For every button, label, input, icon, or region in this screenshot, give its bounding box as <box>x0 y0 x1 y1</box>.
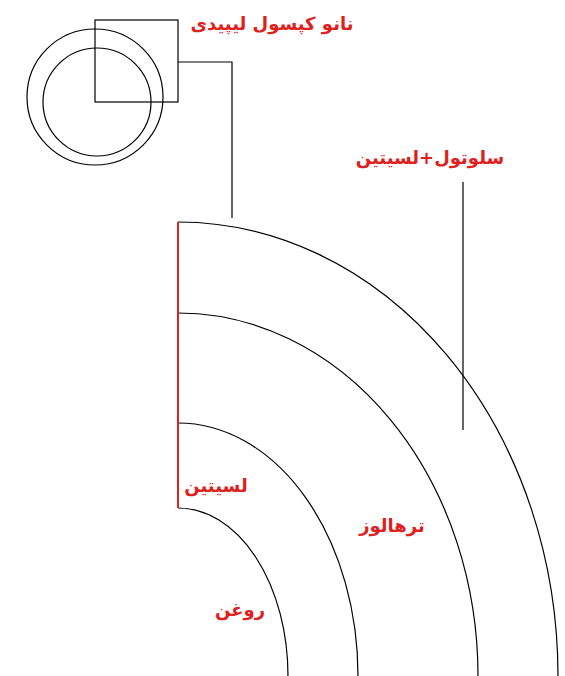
lecithin-layer-arc <box>178 423 358 676</box>
capsule-title: نانو کپسول لیپیدی <box>189 13 356 35</box>
trehalose-label: ترهالوز <box>357 515 427 537</box>
radius-line <box>177 222 179 508</box>
trehalose-layer-arc <box>178 313 478 676</box>
oil-core-arc <box>178 508 288 676</box>
oil-label: روغن <box>213 599 267 621</box>
outer-layer-label: سلوتول+لسیتین <box>354 147 506 169</box>
outer-layer-arc <box>178 222 558 676</box>
zoom-leader <box>178 62 232 218</box>
lecithin-label: لسیتین <box>182 475 249 497</box>
leader-line <box>462 182 463 430</box>
zoom-box <box>95 20 178 102</box>
